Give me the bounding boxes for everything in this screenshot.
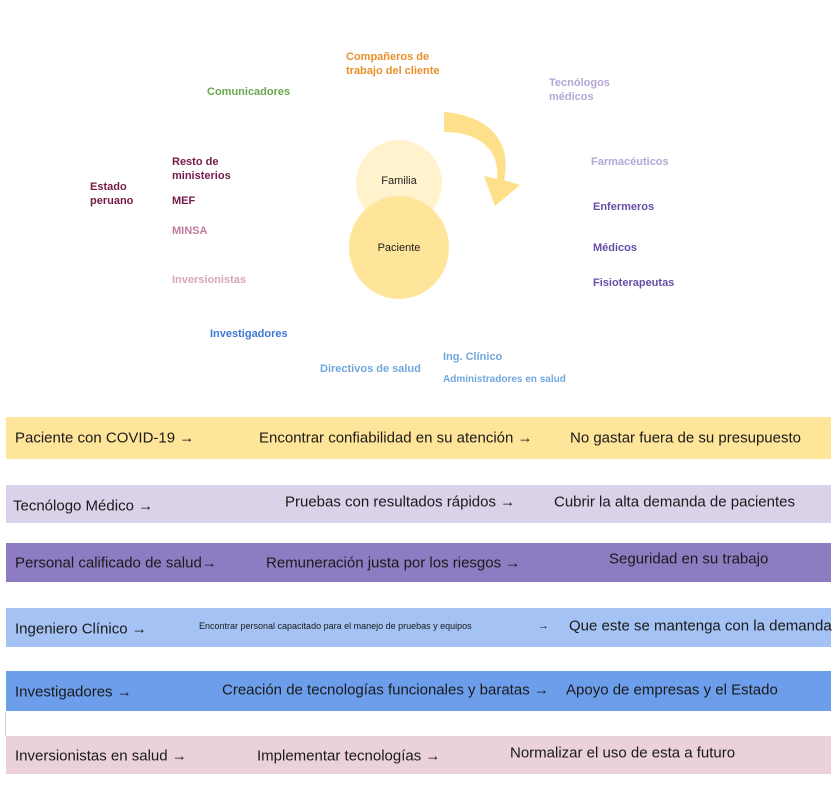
paciente-label: Paciente [377,241,421,254]
row-personal-need: Remuneración justa por los riesgos → [266,554,521,572]
label-inversionistas: Inversionistas [172,274,246,286]
row-tecnologo-need: Pruebas con resultados rápidos → [285,493,516,511]
label-comunicadores: Comunicadores [207,86,291,98]
row-paciente: Paciente con COVID-19 → Encontrar confia… [6,417,831,459]
row-personal-actor: Personal calificado de salud→ [15,554,217,571]
paciente-circle: Paciente [349,196,449,299]
row-inversionistas-actor: Inversionistas en salud → [15,747,187,765]
label-tecnologos: Tecnólogos médicos [549,77,610,103]
label-fisioterapeutas: Fisioterapeutas [593,277,675,289]
label-mef: MEF [172,195,196,207]
row-personal: Personal calificado de salud→ Remuneraci… [6,543,831,582]
row-tecnologo: Tecnólogo Médico → Pruebas con resultado… [6,485,831,523]
label-resto-ministerios: Resto de ministerios [172,156,231,182]
row-investigadores-goal: Apoyo de empresas y el Estado [566,681,778,699]
familia-label: Familia [381,175,417,187]
row-investigadores: Investigadores → Creación de tecnologías… [6,671,831,711]
row-personal-goal: Seguridad en su trabajo [609,550,769,568]
label-administradores: Administradores en salud [443,374,566,385]
row-inversionistas-goal: Normalizar el uso de esta a futuro [510,744,736,762]
row-ingeniero-need: Encontrar personal capacitado para el ma… [199,621,472,632]
divider-line [5,712,6,736]
curved-arrow-icon [444,112,520,206]
label-companeros: Compañeros de trabajo del cliente [346,51,440,77]
label-enfermeros: Enfermeros [593,201,655,213]
label-farmaceuticos: Farmacéuticos [591,156,669,168]
label-estado: Estado peruano [90,181,134,207]
row-ingeniero-actor: Ingeniero Clínico → [15,620,147,638]
label-investigadores: Investigadores [210,328,288,340]
row-inversionistas: Inversionistas en salud → Implementar te… [6,736,831,774]
row-inversionistas-need: Implementar tecnologías → [257,747,441,765]
row-ingeniero-arrow: → [538,620,549,633]
label-medicos: Médicos [593,242,638,254]
row-tecnologo-goal: Cubrir la alta demanda de pacientes [554,493,795,511]
row-ingeniero-goal: Que este se mantenga con la demanda [569,617,832,635]
label-ing-clinico: Ing. Clínico [443,351,503,363]
label-minsa: MINSA [172,225,208,237]
row-paciente-actor: Paciente con COVID-19 → [15,429,195,447]
row-ingeniero: Ingeniero Clínico → Encontrar personal c… [6,608,832,647]
row-paciente-goal: No gastar fuera de su presupuesto [570,429,801,447]
row-paciente-need: Encontrar confiabilidad en su atención → [259,429,533,447]
row-tecnologo-actor: Tecnólogo Médico → [13,497,154,515]
label-directivos: Directivos de salud [320,363,421,375]
row-investigadores-actor: Investigadores → [15,683,132,701]
row-investigadores-need: Creación de tecnologías funcionales y ba… [222,681,549,699]
